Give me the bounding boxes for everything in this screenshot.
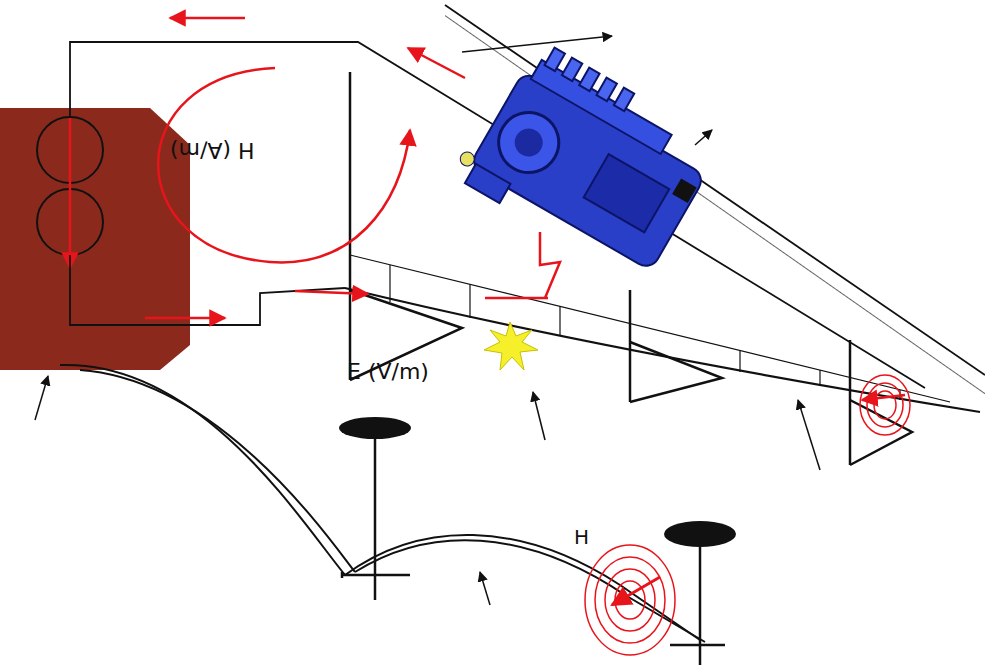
leader-line <box>35 376 820 605</box>
droppers <box>390 265 900 400</box>
field-label: E (V/m) <box>347 361 429 383</box>
structure-edge <box>445 5 985 375</box>
messenger-wire <box>350 255 950 402</box>
current-arrow <box>69 118 72 268</box>
arc-spark <box>484 322 538 370</box>
hatched-structure <box>445 5 985 410</box>
field-label: H <box>574 527 589 547</box>
substation <box>0 108 190 370</box>
current-arrow <box>612 577 660 605</box>
insulator-cap <box>664 521 736 547</box>
locomotive <box>450 34 723 285</box>
pantograph-head <box>485 297 548 300</box>
pantograph <box>540 232 560 298</box>
emission-arrow <box>462 36 712 145</box>
insulator-cap <box>339 417 411 439</box>
field-label: H (A/m) <box>170 139 255 161</box>
feeder-wire <box>70 42 925 388</box>
field-rings <box>585 375 910 655</box>
return-wire <box>70 255 345 325</box>
current-arrow <box>145 18 465 318</box>
pole <box>342 428 725 665</box>
line-cable <box>60 365 705 642</box>
contact-wire <box>345 288 980 412</box>
current-arrow <box>862 395 905 400</box>
